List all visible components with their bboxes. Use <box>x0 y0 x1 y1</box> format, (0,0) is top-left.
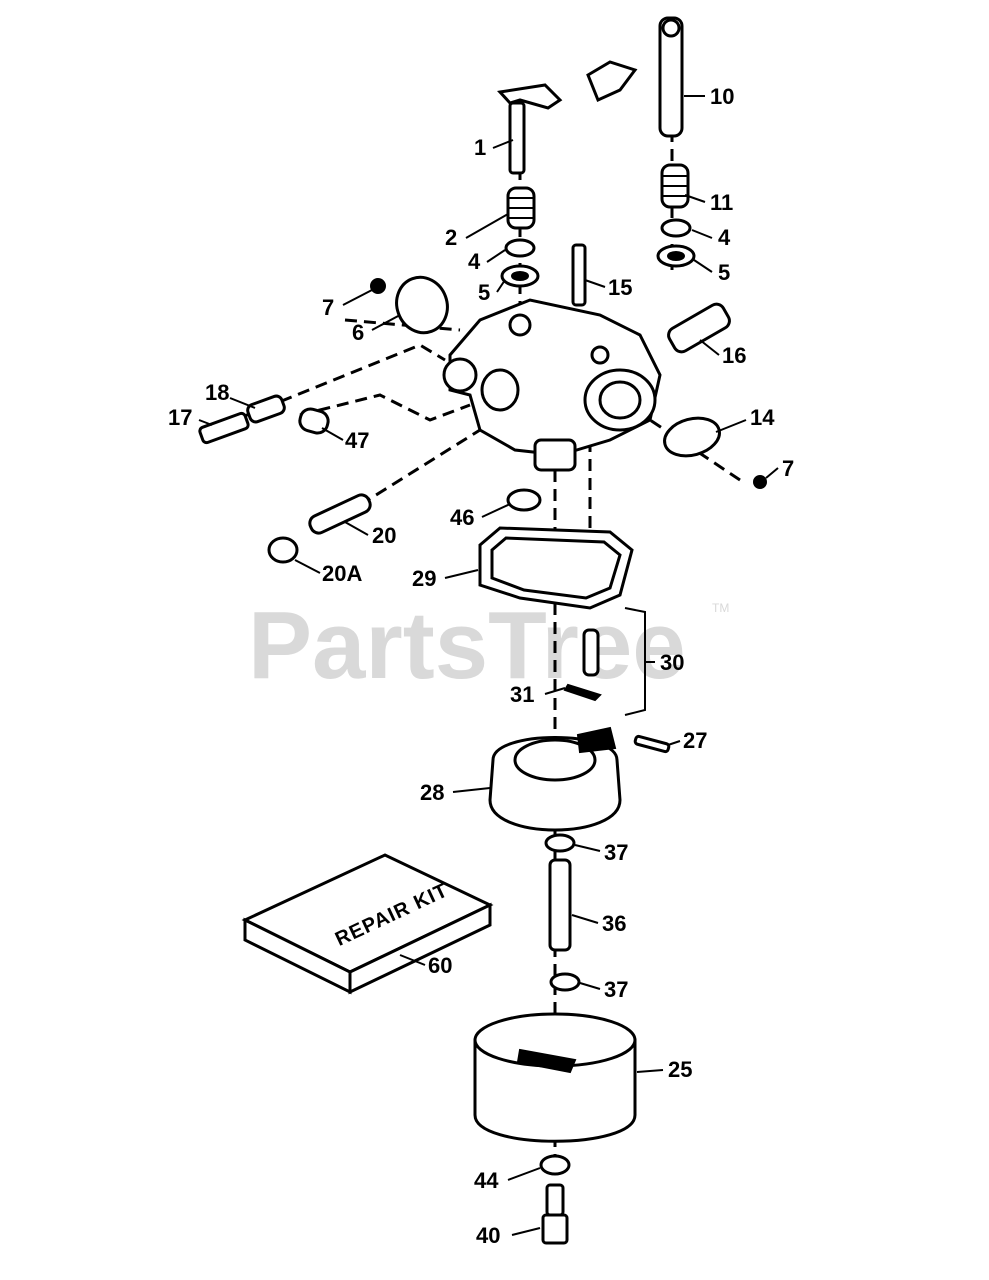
callout-label: 10 <box>710 84 734 109</box>
callout-label: 20A <box>322 561 362 586</box>
callout-label: 44 <box>474 1168 499 1193</box>
callout-label: 17 <box>168 405 192 430</box>
callout-label: 25 <box>668 1057 692 1082</box>
throttle-shaft-part <box>497 83 563 175</box>
inlet-needle-part <box>563 607 646 716</box>
float-pin-part <box>633 734 671 754</box>
throttle-spring-part <box>506 186 536 230</box>
callout-label: 40 <box>476 1223 500 1248</box>
callout-label: 27 <box>683 728 707 753</box>
callout-label: 6 <box>352 320 364 345</box>
callout-label: 30 <box>660 650 684 675</box>
callout-label: 37 <box>604 977 628 1002</box>
callout-label: 7 <box>322 295 334 320</box>
callout-label: 2 <box>445 225 457 250</box>
callout-label: 11 <box>710 190 733 215</box>
callout-label: 5 <box>718 260 730 285</box>
choke-screw-part <box>753 475 767 489</box>
parts-tree-watermark: PartsTree <box>248 592 686 699</box>
callout-label: 1 <box>474 135 486 160</box>
callout-label: 18 <box>205 380 229 405</box>
bowl-screw-part <box>539 1154 571 1245</box>
idle-jet-part <box>667 302 731 354</box>
callout-label: 16 <box>722 343 746 368</box>
callout-label: 36 <box>602 911 626 936</box>
callout-label: 29 <box>412 566 436 591</box>
float-bowl-part <box>473 1012 637 1143</box>
choke-spring-part <box>660 163 690 209</box>
repair-kit-part: REPAIR KIT <box>241 853 494 995</box>
callout-label: 7 <box>782 456 794 481</box>
callout-label: 47 <box>345 428 369 453</box>
callout-label: 4 <box>718 225 731 250</box>
callout-label: 5 <box>478 280 490 305</box>
o-ring-small-part <box>506 488 542 512</box>
callout-label: 46 <box>450 505 474 530</box>
callout-label: 4 <box>468 249 481 274</box>
callout-label: 14 <box>750 405 775 430</box>
main-nozzle-part <box>544 833 581 992</box>
idle-screw-part <box>198 394 286 445</box>
choke-shaft-part <box>586 16 684 138</box>
callout-labels: 1 10 11 2 4 4 5 5 15 7 6 16 18 17 47 14 … <box>168 84 794 1248</box>
float-part <box>488 726 622 832</box>
callout-label: 60 <box>428 953 452 978</box>
carburetor-body-part <box>442 298 662 472</box>
throttle-plate-part <box>370 275 449 335</box>
main-jet-part <box>267 493 372 564</box>
callout-label: 31 <box>510 682 534 707</box>
welch-plug-part <box>298 407 330 435</box>
choke-plate-part <box>663 416 721 458</box>
callout-label: 15 <box>608 275 632 300</box>
callout-label: 28 <box>420 780 444 805</box>
washers-seals <box>500 218 696 288</box>
stud-part <box>571 243 587 307</box>
trademark-mark: TM <box>712 601 729 615</box>
bowl-gasket-part <box>478 526 634 610</box>
callout-label: 37 <box>604 840 628 865</box>
callout-label: 20 <box>372 523 396 548</box>
callout-leader-lines <box>198 95 779 1236</box>
